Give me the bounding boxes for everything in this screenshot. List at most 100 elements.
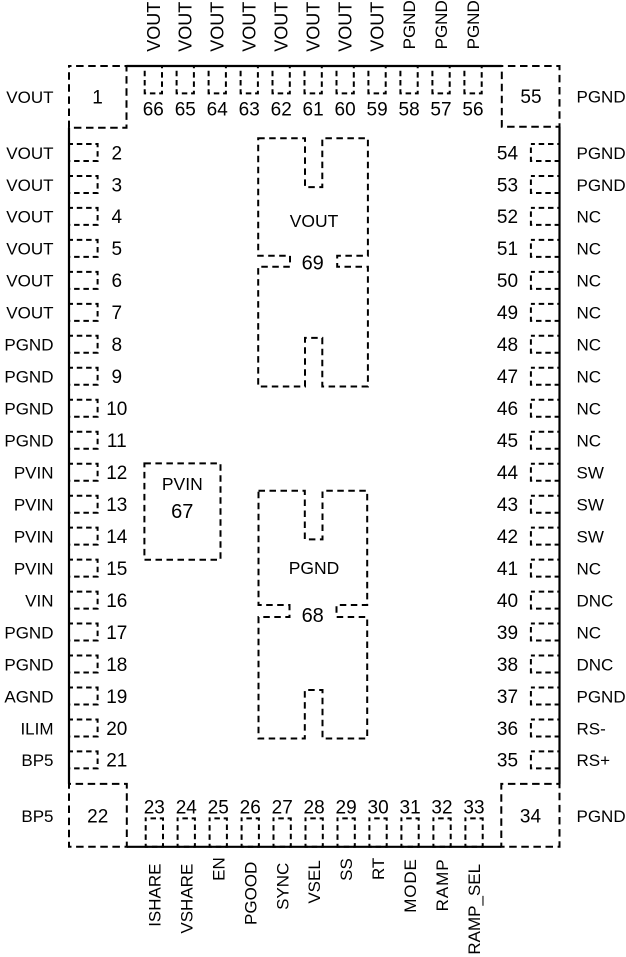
svg-text:59: 59 xyxy=(367,100,388,121)
svg-text:16: 16 xyxy=(106,591,127,612)
svg-text:NC: NC xyxy=(577,623,602,642)
svg-text:36: 36 xyxy=(497,719,518,740)
svg-text:49: 49 xyxy=(497,303,518,324)
svg-text:55: 55 xyxy=(520,87,541,108)
svg-text:NC: NC xyxy=(577,272,602,291)
svg-text:VSEL: VSEL xyxy=(305,860,324,903)
svg-text:67: 67 xyxy=(171,501,193,523)
svg-text:39: 39 xyxy=(497,623,518,644)
svg-text:2: 2 xyxy=(112,143,123,164)
svg-text:37: 37 xyxy=(497,687,518,708)
svg-text:PGND: PGND xyxy=(464,0,483,49)
svg-text:47: 47 xyxy=(497,367,518,388)
svg-text:VOUT: VOUT xyxy=(304,2,324,52)
svg-text:45: 45 xyxy=(497,431,518,452)
svg-text:NC: NC xyxy=(577,304,602,323)
svg-text:PGND: PGND xyxy=(4,432,53,451)
svg-text:4: 4 xyxy=(112,207,123,228)
svg-text:VOUT: VOUT xyxy=(240,2,260,52)
svg-text:VOUT: VOUT xyxy=(6,304,53,323)
svg-text:VOUT: VOUT xyxy=(6,272,53,291)
svg-text:NC: NC xyxy=(577,336,602,355)
svg-text:PGND: PGND xyxy=(289,558,340,578)
svg-text:PVIN: PVIN xyxy=(162,474,203,494)
svg-text:6: 6 xyxy=(112,271,123,292)
svg-text:RT: RT xyxy=(369,858,388,880)
svg-text:68: 68 xyxy=(302,605,324,627)
svg-text:38: 38 xyxy=(497,655,518,676)
svg-text:VOUT: VOUT xyxy=(208,2,228,52)
svg-text:3: 3 xyxy=(112,175,123,196)
svg-text:63: 63 xyxy=(239,100,260,121)
svg-text:26: 26 xyxy=(240,798,261,819)
svg-text:MODE: MODE xyxy=(401,859,420,913)
svg-text:29: 29 xyxy=(336,798,357,819)
svg-text:PGND: PGND xyxy=(577,176,626,195)
svg-text:PGND: PGND xyxy=(577,144,626,163)
svg-text:PVIN: PVIN xyxy=(14,464,54,483)
svg-text:58: 58 xyxy=(399,100,420,121)
svg-text:52: 52 xyxy=(497,207,518,228)
svg-text:VOUT: VOUT xyxy=(6,208,53,227)
svg-text:7: 7 xyxy=(112,303,123,324)
svg-text:VSHARE: VSHARE xyxy=(177,864,196,934)
svg-text:22: 22 xyxy=(87,806,108,827)
svg-text:34: 34 xyxy=(520,806,542,827)
svg-text:31: 31 xyxy=(400,798,421,819)
svg-text:PGND: PGND xyxy=(4,655,53,674)
svg-text:9: 9 xyxy=(112,367,123,388)
svg-text:PGOOD: PGOOD xyxy=(241,862,260,925)
svg-text:5: 5 xyxy=(112,239,123,260)
svg-text:RS-: RS- xyxy=(577,719,606,738)
svg-text:RAMP_SEL: RAMP_SEL xyxy=(465,864,484,955)
svg-text:SW: SW xyxy=(577,464,604,483)
svg-text:10: 10 xyxy=(106,399,127,420)
svg-text:51: 51 xyxy=(497,239,518,260)
svg-text:NC: NC xyxy=(577,432,602,451)
svg-text:NC: NC xyxy=(577,559,602,578)
svg-text:BP5: BP5 xyxy=(21,807,53,826)
svg-text:VOUT: VOUT xyxy=(6,176,53,195)
svg-text:11: 11 xyxy=(107,431,127,452)
svg-text:VOUT: VOUT xyxy=(6,88,53,107)
svg-text:NC: NC xyxy=(577,240,602,259)
svg-text:PGND: PGND xyxy=(4,400,53,419)
svg-text:30: 30 xyxy=(368,798,389,819)
svg-text:8: 8 xyxy=(112,335,123,356)
svg-text:57: 57 xyxy=(430,100,451,121)
svg-text:13: 13 xyxy=(106,495,127,516)
svg-text:61: 61 xyxy=(303,100,324,121)
svg-text:DNC: DNC xyxy=(577,655,614,674)
svg-text:17: 17 xyxy=(106,623,127,644)
svg-text:PGND: PGND xyxy=(4,623,53,642)
svg-text:19: 19 xyxy=(106,687,127,708)
svg-text:41: 41 xyxy=(497,559,518,580)
svg-text:PVIN: PVIN xyxy=(14,527,54,546)
svg-text:35: 35 xyxy=(497,751,518,772)
svg-text:EN: EN xyxy=(209,857,228,881)
svg-text:50: 50 xyxy=(497,271,518,292)
svg-text:VOUT: VOUT xyxy=(176,2,196,52)
svg-text:12: 12 xyxy=(106,463,127,484)
svg-text:65: 65 xyxy=(175,100,196,121)
svg-text:PGND: PGND xyxy=(4,368,53,387)
svg-text:ISHARE: ISHARE xyxy=(145,864,164,927)
svg-text:SYNC: SYNC xyxy=(273,863,292,910)
svg-text:DNC: DNC xyxy=(577,591,614,610)
svg-text:PGND: PGND xyxy=(4,336,53,355)
svg-text:27: 27 xyxy=(272,798,293,819)
svg-text:66: 66 xyxy=(143,100,164,121)
svg-text:BP5: BP5 xyxy=(21,751,53,770)
svg-text:PGND: PGND xyxy=(577,87,626,106)
svg-text:23: 23 xyxy=(144,798,165,819)
svg-text:PVIN: PVIN xyxy=(14,559,54,578)
svg-text:VOUT: VOUT xyxy=(272,2,292,52)
svg-text:40: 40 xyxy=(497,591,518,612)
svg-text:SW: SW xyxy=(577,496,604,515)
svg-text:NC: NC xyxy=(577,400,602,419)
svg-text:46: 46 xyxy=(497,399,518,420)
svg-text:60: 60 xyxy=(335,100,356,121)
svg-text:RS+: RS+ xyxy=(577,751,611,770)
svg-text:64: 64 xyxy=(207,100,229,121)
svg-text:48: 48 xyxy=(497,335,518,356)
